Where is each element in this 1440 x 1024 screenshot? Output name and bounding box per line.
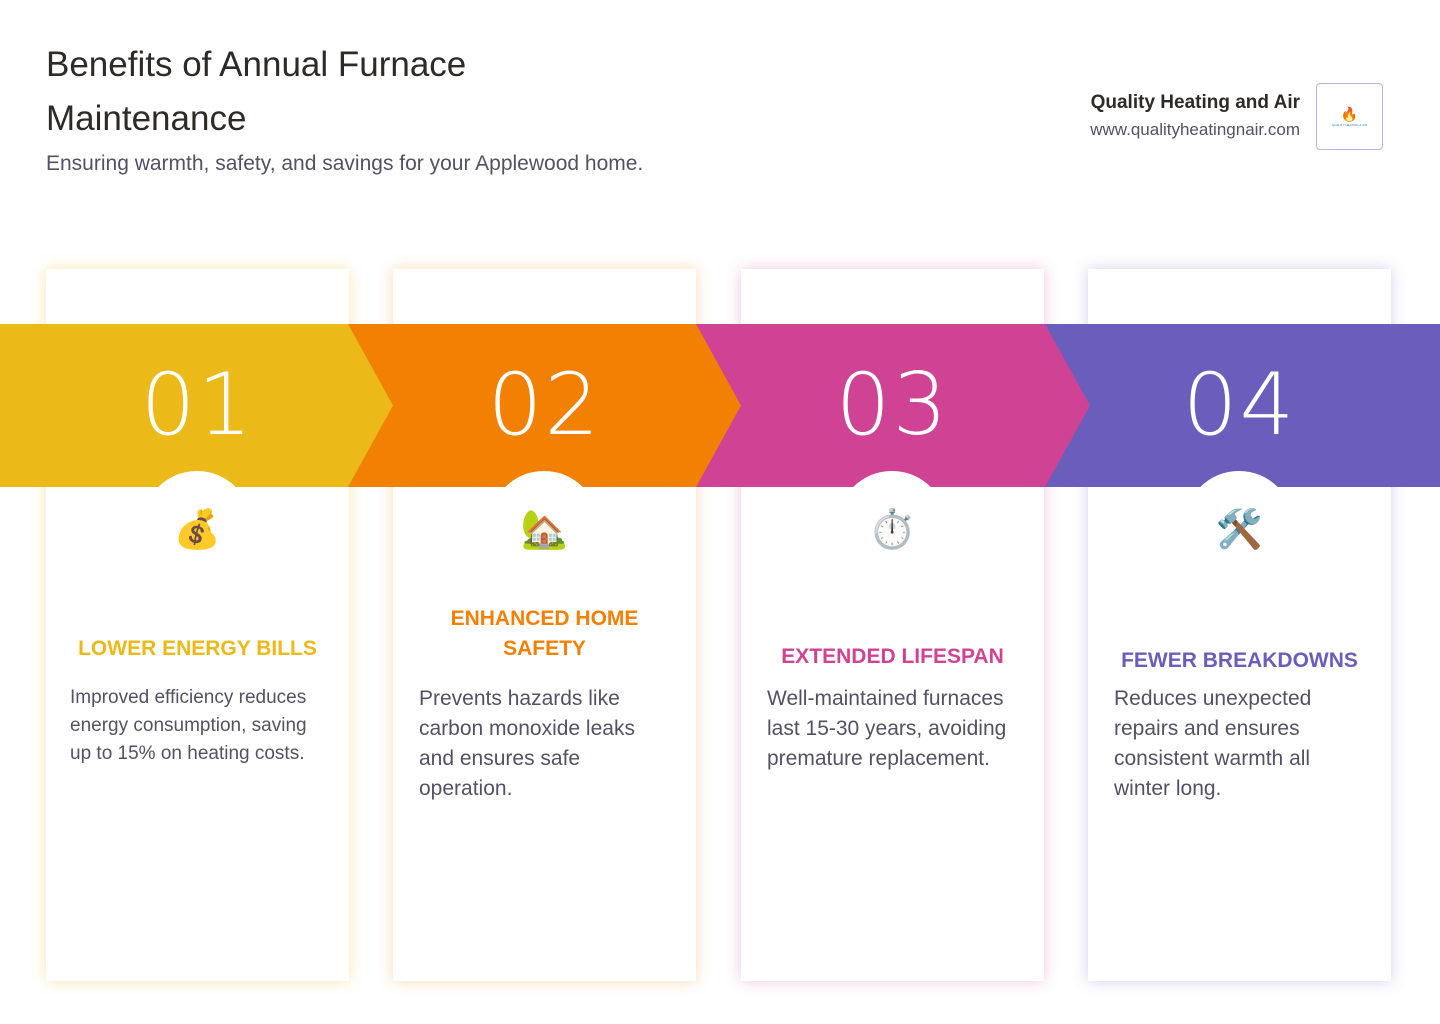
tools-icon: 🛠️ <box>1215 509 1264 551</box>
steps-banner <box>0 324 1440 487</box>
step-title: FEWER BREAKDOWNS <box>1121 649 1358 672</box>
page-subtitle: Ensuring warmth, safety, and savings for… <box>46 152 644 175</box>
step-description: Reduces unexpected repairs and ensures c… <box>1114 687 1312 800</box>
step-title: ENHANCED HOME SAFETY <box>450 607 639 660</box>
step-title: EXTENDED LIFESPAN <box>781 645 1004 668</box>
icon-circle <box>837 471 947 581</box>
step-description: Well-maintained furnaces last 15-30 year… <box>767 687 1007 770</box>
page-title: Benefits of Annual Furnace Maintenance <box>46 45 467 138</box>
brand-url: www.qualityheatingnair.com <box>1090 120 1300 139</box>
icon-circle <box>489 471 599 581</box>
house-icon: 🏡 <box>520 509 569 551</box>
logo-text: QUALITY HEATING & AIR <box>1331 122 1368 127</box>
icon-circle <box>142 471 252 581</box>
banner-segment <box>348 324 741 487</box>
banner-segment <box>696 324 1090 487</box>
money-bag-icon: 💰 <box>173 509 222 551</box>
step-number: 04 <box>1182 355 1297 455</box>
banner-segment <box>1045 324 1440 487</box>
flame-icon: 🔥 <box>1340 105 1359 122</box>
stopwatch-icon: ⏱️ <box>868 509 917 551</box>
step-description: Prevents hazards like carbon monoxide le… <box>419 687 635 800</box>
brand-logo: 🔥QUALITY HEATING & AIR <box>1316 83 1383 150</box>
icon-circle <box>1184 471 1294 581</box>
banner-segment <box>0 324 393 487</box>
step-number: 03 <box>835 355 950 455</box>
step-description: Improved efficiency reduces energy consu… <box>70 687 307 764</box>
brand-name: Quality Heating and Air <box>1090 92 1300 113</box>
brand-block: Quality Heating and Air www.qualityheati… <box>1090 92 1300 140</box>
step-number: 01 <box>140 355 255 455</box>
step-number: 02 <box>487 355 602 455</box>
step-title: LOWER ENERGY BILLS <box>78 637 317 660</box>
